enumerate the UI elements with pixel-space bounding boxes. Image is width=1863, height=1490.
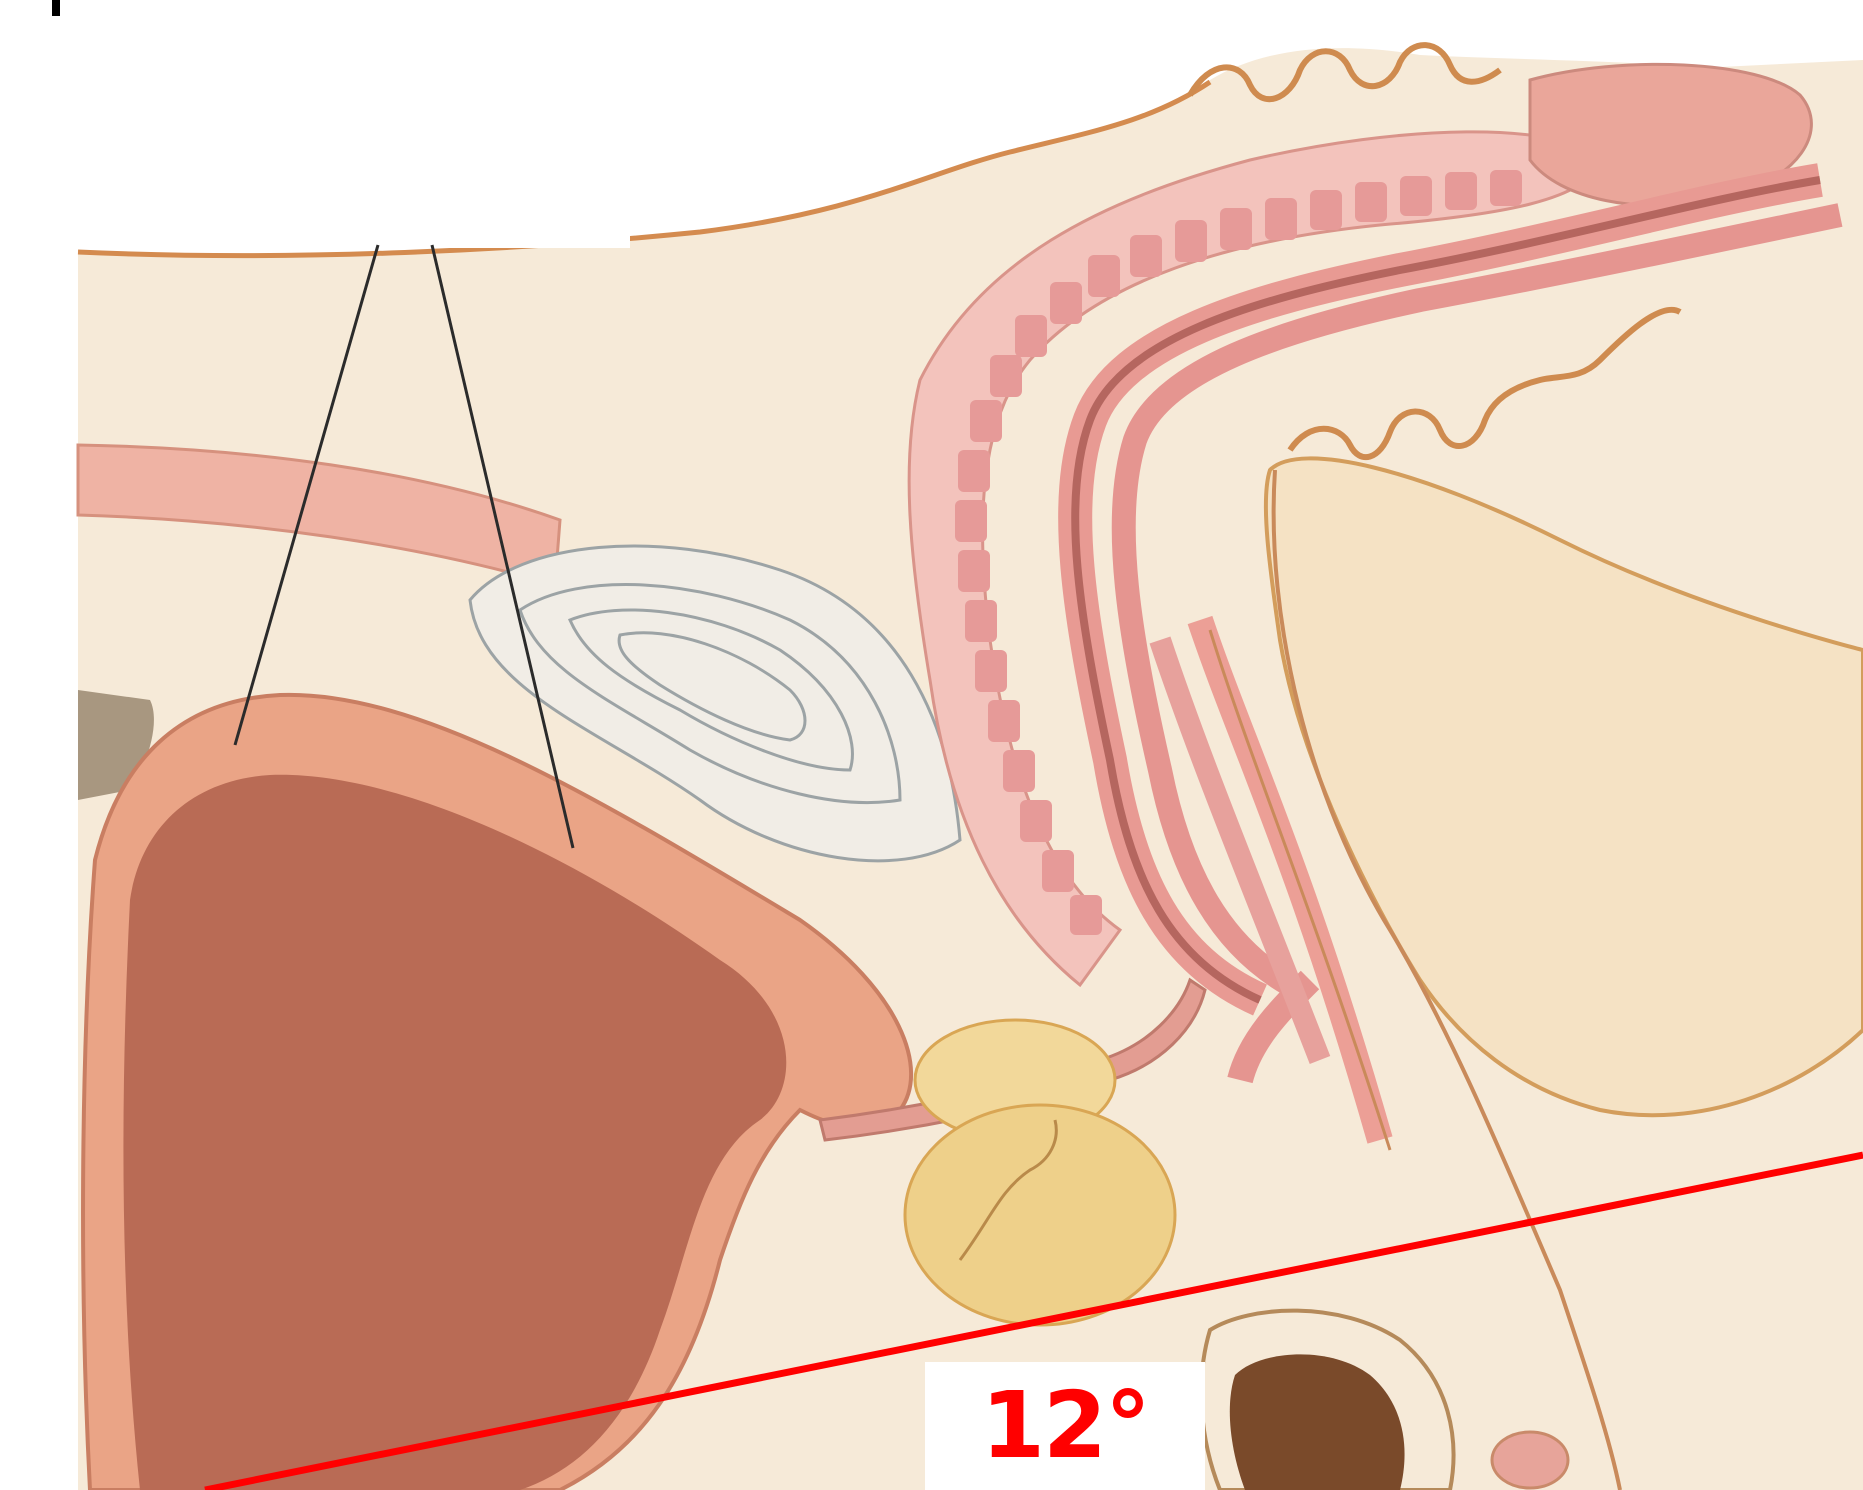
top-left-tick (52, 0, 60, 16)
bottom-right-patch (1492, 1432, 1568, 1488)
angle-label-box: 12° (925, 1362, 1205, 1490)
label-area (78, 28, 630, 248)
angle-label: 12° (981, 1380, 1149, 1472)
